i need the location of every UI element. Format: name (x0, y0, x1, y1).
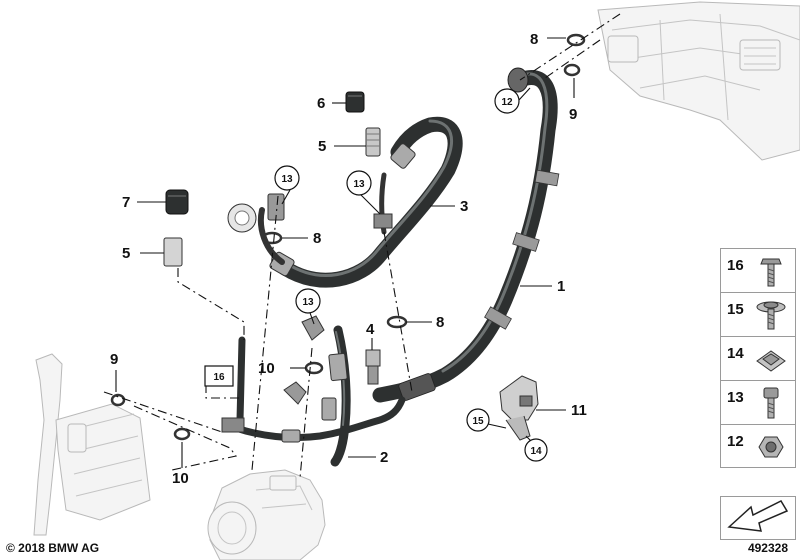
callout-16: 16 (213, 372, 225, 383)
callout-8-lower: 8 (436, 314, 444, 331)
cap-6 (345, 91, 365, 113)
washer-screw-icon (756, 301, 786, 330)
fastener-legend: 16 15 14 13 12 (720, 248, 796, 468)
callout-13-lower: 13 (302, 297, 314, 308)
callout-4: 4 (366, 321, 375, 338)
valve-core-5-lower (163, 237, 183, 267)
callout-13-lower-circle: 13 (295, 288, 321, 314)
callout-7: 7 (122, 194, 130, 211)
hose-3 (227, 116, 463, 288)
callout-9-left: 9 (110, 351, 118, 368)
hvac-housing-ghost (597, 1, 800, 161)
callout-13-right-circle: 13 (346, 170, 372, 196)
callout-5-lower: 5 (122, 245, 130, 262)
legend-label: 16 (727, 257, 744, 274)
legend-label: 13 (727, 389, 744, 406)
hose-1 (372, 67, 560, 403)
clip-nut-icon (756, 350, 786, 372)
callout-9-top: 9 (569, 106, 577, 123)
valve-core-5-upper (365, 127, 381, 157)
copyright-text: © 2018 BMW AG (6, 541, 100, 555)
callout-11: 11 (571, 402, 587, 419)
callout-2: 2 (380, 449, 388, 466)
hose-2 (221, 315, 406, 467)
condenser-ghost (33, 353, 151, 536)
legend-row-16: 16 (720, 248, 796, 292)
callout-6: 6 (317, 95, 325, 112)
callout-10-bottom: 10 (172, 470, 189, 487)
callout-13-right: 13 (353, 179, 365, 190)
leader-lines (115, 37, 575, 468)
o-rings (110, 33, 586, 441)
callout-10-mid: 10 (258, 360, 275, 377)
callout-13-left: 13 (281, 174, 293, 185)
legend-label: 15 (727, 301, 744, 318)
diagram-number: 492328 (747, 541, 788, 555)
assembly-lines (103, 13, 621, 479)
callout-3: 3 (460, 198, 468, 215)
hex-screw-icon (763, 387, 779, 419)
callout-16-box: 16 (204, 365, 234, 387)
cap-7 (165, 189, 189, 215)
legend-row-15: 15 (720, 292, 796, 336)
callout-13-left-circle: 13 (274, 165, 300, 191)
legend-row-12: 12 (720, 424, 796, 468)
callout-8-mid: 8 (313, 230, 321, 247)
callout-1: 1 (557, 278, 565, 295)
pressure-sensor-4 (365, 349, 381, 385)
bolt-icon (760, 258, 782, 287)
arrow-icon (727, 500, 789, 532)
callout-12-circle: 12 (494, 88, 520, 114)
legend-row-14: 14 (720, 336, 796, 380)
callout-15: 15 (472, 416, 484, 427)
callout-14-circle: 14 (524, 438, 548, 462)
callout-15-circle: 15 (466, 408, 490, 432)
legend-label: 14 (727, 345, 744, 362)
compressor-ghost (207, 469, 326, 560)
hex-nut-icon (758, 436, 784, 458)
direction-arrow-box (720, 496, 796, 540)
legend-label: 12 (727, 433, 744, 450)
bracket-11 (499, 375, 539, 441)
callout-8-top: 8 (530, 31, 538, 48)
callout-12: 12 (501, 97, 513, 108)
callout-14: 14 (530, 446, 542, 457)
callout-5-upper: 5 (318, 138, 326, 155)
legend-row-13: 13 (720, 380, 796, 424)
